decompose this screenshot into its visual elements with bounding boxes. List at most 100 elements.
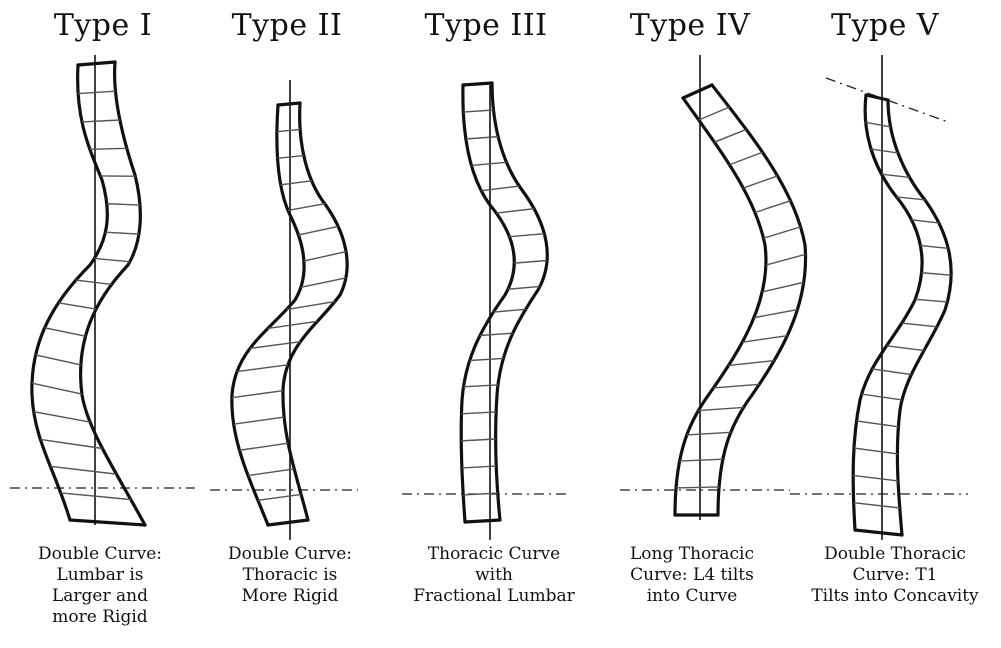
vertebra-divider (853, 475, 898, 481)
spine-type-5 (790, 55, 968, 540)
vertebra-divider (36, 355, 81, 365)
vertebra-divider (872, 369, 911, 375)
vertebra-divider (461, 412, 496, 414)
caption-line: with (394, 565, 594, 586)
vertebra-divider (887, 346, 924, 351)
vertebra-divider (854, 503, 900, 508)
vertebra-divider (463, 493, 497, 495)
panel-caption-type-4: Long Thoracic Curve: L4 tilts into Curve (592, 544, 792, 607)
vertebra-divider (50, 466, 116, 474)
vertebra-divider (301, 278, 346, 287)
vertebra-divider (281, 181, 312, 185)
vertebra-divider (107, 204, 140, 205)
vertebra-divider (232, 391, 283, 398)
vertebra-divider (920, 246, 948, 249)
vertebra-divider (698, 407, 743, 410)
caption-line: Double Curve: (190, 544, 390, 565)
vertebra-divider (239, 443, 288, 450)
caption-line: More Rigid (190, 586, 390, 607)
vertebra-divider (493, 309, 525, 312)
vertebra-divider (699, 107, 729, 120)
type-5-spine-outline (853, 95, 951, 535)
vertebra-divider (857, 421, 899, 427)
vertebra-divider (902, 323, 937, 327)
vertebra-divider (754, 310, 797, 318)
type-4-spine-outline (675, 85, 806, 515)
vertebra-divider (76, 280, 112, 284)
caption-line: Thoracic is (190, 565, 390, 586)
vertebra-divider (250, 342, 300, 349)
caption-line: Double Thoracic (792, 544, 998, 565)
vertebra-divider (755, 201, 791, 213)
vertebra-divider (897, 197, 925, 200)
vertebra-divider (866, 122, 891, 127)
vertebra-divider (462, 466, 496, 468)
vertebra-divider (854, 448, 897, 454)
spine-type-1 (10, 55, 195, 525)
caption-line: Tilts into Concavity (792, 586, 998, 607)
vertebra-divider (78, 91, 115, 93)
vertebra-divider (729, 152, 762, 164)
vertebra-divider (45, 328, 86, 336)
panel-caption-type-2: Double Curve: Thoracic is More Rigid (190, 544, 390, 607)
spine-type-4 (620, 55, 806, 520)
vertebra-divider (471, 162, 506, 165)
vertebra-divider (237, 365, 288, 372)
vertebra-divider (248, 469, 294, 476)
vertebra-divider (687, 432, 731, 435)
caption-line: Thoracic Curve (394, 544, 594, 565)
panel-caption-type-1: Double Curve: Lumbar is Larger and more … (0, 544, 200, 628)
vertebra-divider (40, 439, 102, 448)
type-3-spine-outline (461, 83, 547, 522)
vertebra-divider (911, 220, 938, 223)
spine-type-3 (402, 83, 568, 540)
vertebra-divider (32, 383, 82, 394)
vertebra-divider (714, 129, 746, 142)
vertebra-divider (680, 459, 723, 461)
vertebra-divider (277, 129, 300, 131)
spine-type-2 (210, 80, 358, 540)
vertebra-divider (496, 209, 534, 213)
caption-line: Curve: L4 tilts (592, 565, 792, 586)
vertebra-divider (481, 186, 519, 191)
caption-line: into Curve (592, 586, 792, 607)
vertebra-divider (509, 234, 544, 237)
vertebra-divider (304, 252, 346, 261)
vertebra-divider (882, 174, 910, 177)
vertebra-divider (298, 226, 338, 235)
vertebra-divider (743, 176, 777, 188)
vertebra-divider (288, 204, 325, 211)
vertebra-divider (763, 227, 800, 238)
panel-caption-type-3: Thoracic Curve with Fractional Lumbar (394, 544, 594, 607)
vertebra-divider (514, 260, 547, 263)
panel-caption-type-5: Double Thoracic Curve: T1 Tilts into Con… (792, 544, 998, 607)
vertebra-divider (463, 385, 497, 387)
vertebra-divider (729, 361, 775, 366)
vertebra-divider (94, 258, 129, 261)
vertebra-divider (713, 384, 759, 388)
vertebra-divider (871, 149, 898, 153)
vertebra-divider (480, 333, 513, 335)
vertebra-divider (466, 137, 498, 139)
vertebra-divider (470, 358, 504, 360)
caption-line: Long Thoracic (592, 544, 792, 565)
vertebra-divider (82, 120, 120, 122)
caption-line: Lumbar is (0, 565, 200, 586)
vertebra-divider (463, 110, 493, 112)
caption-line: Curve: T1 (792, 565, 998, 586)
vertebra-divider (34, 412, 90, 422)
type-1-spine-outline (32, 62, 145, 525)
vertebra-divider (762, 282, 804, 292)
vertebra-divider (508, 286, 540, 289)
vertebra-divider (676, 487, 719, 488)
caption-line: Double Curve: (0, 544, 200, 565)
vertebra-divider (258, 494, 301, 500)
vertebra-divider (58, 303, 96, 309)
vertebra-divider (915, 299, 947, 302)
vertebra-divider (742, 336, 787, 342)
vertebra-divider (234, 417, 284, 424)
caption-line: Larger and (0, 586, 200, 607)
caption-line: more Rigid (0, 607, 200, 628)
caption-line: Fractional Lumbar (394, 586, 594, 607)
vertebra-divider (105, 232, 138, 234)
